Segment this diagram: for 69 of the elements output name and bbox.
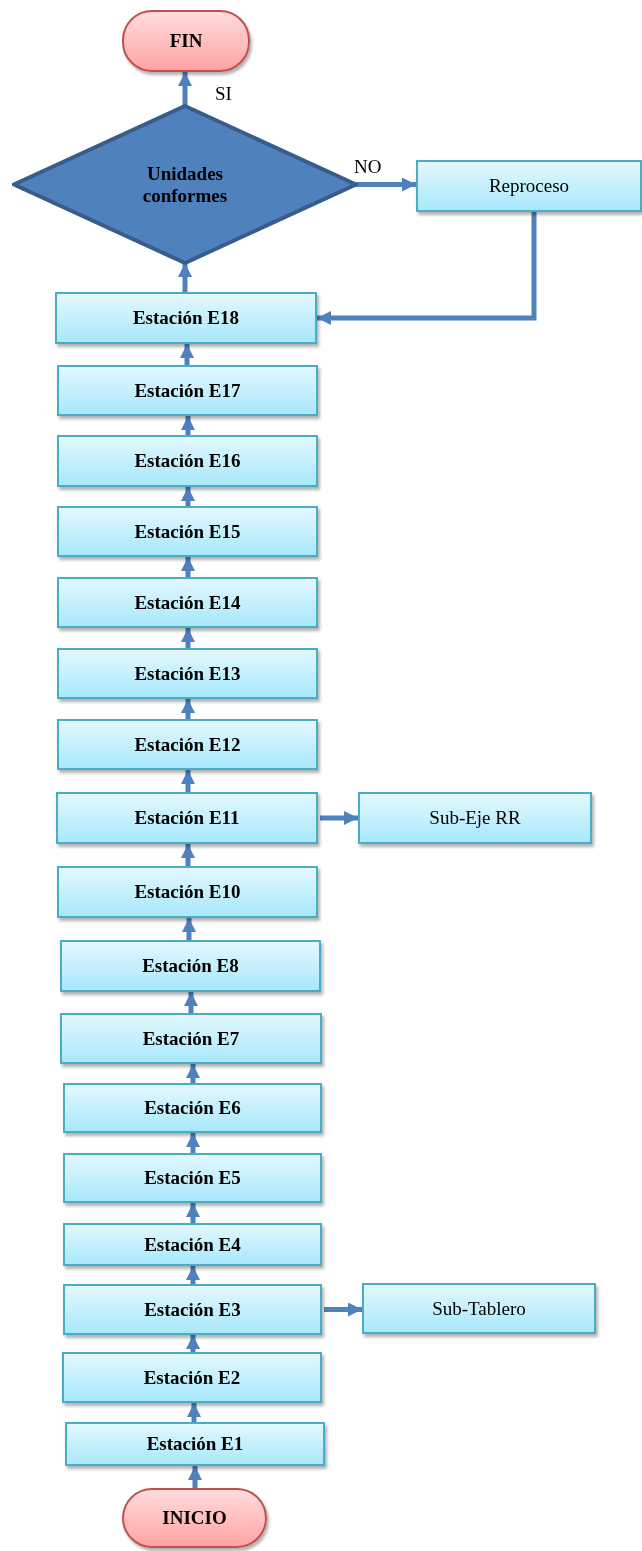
arrow <box>186 1335 200 1352</box>
arrow <box>317 212 537 325</box>
process-box <box>358 792 592 844</box>
step-label: Estación E16 <box>134 450 241 472</box>
step-label: Estación E8 <box>142 955 239 977</box>
arrow <box>186 1133 200 1153</box>
step-label: Sub-Tablero <box>432 1297 526 1320</box>
process-box <box>57 506 318 557</box>
step-label: Estación E12 <box>134 733 241 756</box>
arrow <box>356 177 416 192</box>
step-label: Estación E7 <box>142 1027 240 1050</box>
arrow <box>186 1266 200 1284</box>
arrow <box>188 1466 202 1488</box>
process-box <box>416 160 642 212</box>
arrow <box>182 918 196 940</box>
process-box <box>56 792 318 844</box>
edge-label: SI <box>215 84 232 103</box>
step-label: Estación E4 <box>144 1233 241 1256</box>
step-label: Estación E10 <box>134 881 241 903</box>
terminal-pill <box>122 10 250 72</box>
step-label: Estación E2 <box>143 1366 241 1389</box>
step-label: Estación E13 <box>134 662 241 685</box>
process-box <box>62 1352 322 1403</box>
process-box <box>63 1223 322 1266</box>
step-label: Reproceso <box>488 175 570 197</box>
arrow <box>178 72 192 106</box>
process-box <box>57 648 318 699</box>
arrow <box>178 263 192 292</box>
step-label: Unidades conformes <box>141 162 229 207</box>
terminal-pill <box>122 1488 267 1548</box>
step-label: Estación E14 <box>134 591 241 614</box>
process-box <box>63 1083 322 1133</box>
arrow <box>180 344 194 365</box>
process-box <box>57 866 318 918</box>
step-label: Estación E15 <box>134 520 241 543</box>
step-label: Estación E6 <box>144 1097 241 1119</box>
process-box <box>60 940 321 992</box>
arrow <box>186 1203 200 1223</box>
step-label: Estación E5 <box>144 1167 241 1189</box>
arrow <box>181 487 195 506</box>
process-box <box>57 577 318 628</box>
arrow <box>181 557 195 577</box>
arrow <box>186 1064 200 1083</box>
arrow <box>181 844 195 866</box>
step-label: Estación E1 <box>146 1433 244 1455</box>
step-label: Estación E17 <box>134 379 241 402</box>
step-label: Estación E11 <box>134 807 240 829</box>
process-box <box>362 1283 596 1334</box>
process-box <box>57 719 318 770</box>
arrow <box>181 770 195 792</box>
arrow <box>181 699 195 719</box>
process-box <box>63 1153 322 1203</box>
step-label: Estación E3 <box>144 1298 241 1321</box>
process-box <box>60 1013 322 1064</box>
process-box <box>57 365 318 416</box>
arrow <box>324 1302 362 1317</box>
step-label: Sub-Eje RR <box>429 807 521 829</box>
process-box <box>63 1284 322 1335</box>
terminal-label: FIN <box>169 30 203 52</box>
terminal-label: INICIO <box>162 1507 227 1529</box>
arrow <box>181 416 195 435</box>
arrow <box>181 628 195 648</box>
arrow <box>187 1403 201 1422</box>
process-box <box>55 292 317 344</box>
arrow <box>320 811 358 825</box>
arrow <box>184 992 198 1013</box>
process-box <box>57 435 318 487</box>
step-label: Estación E18 <box>132 307 240 329</box>
process-box <box>65 1422 325 1466</box>
